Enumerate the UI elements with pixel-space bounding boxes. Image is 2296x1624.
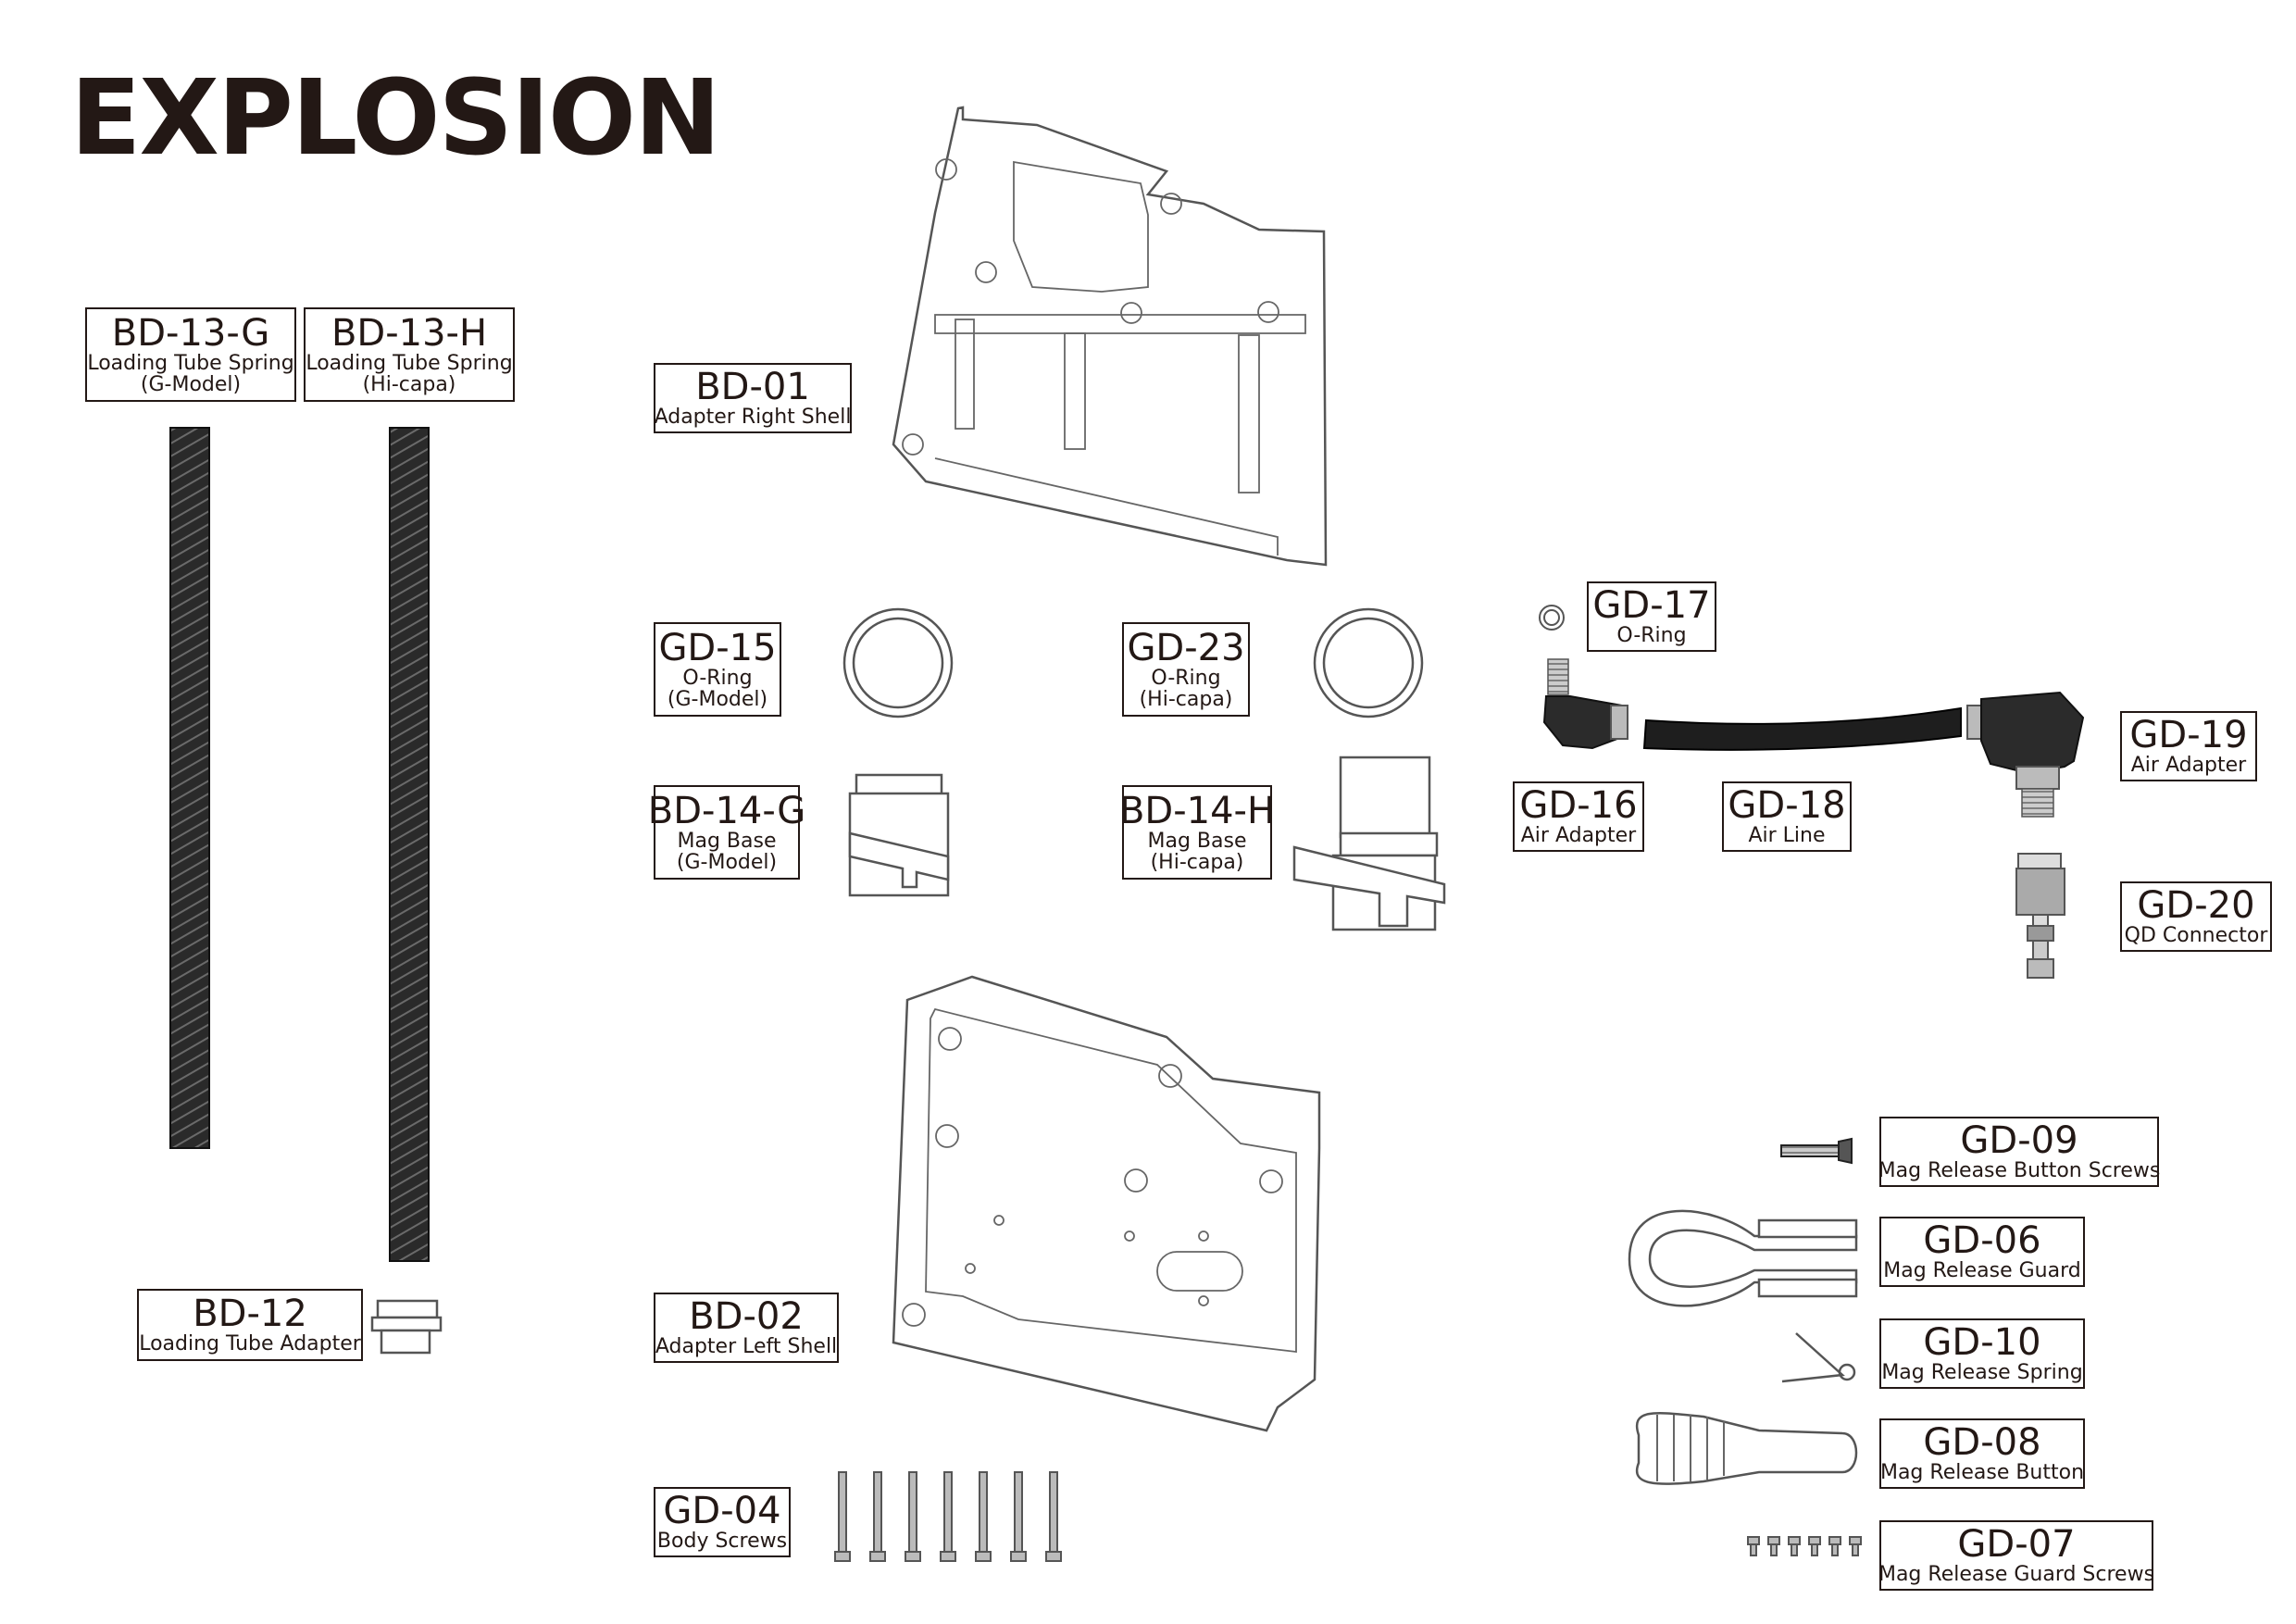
loading-tube-adapter — [370, 1299, 443, 1355]
loading-tube-spring-h — [389, 427, 430, 1262]
part-name: Mag Release Guard Screws — [1878, 1563, 2155, 1587]
part-variant: (Hi-capa) — [362, 373, 456, 396]
part-name: Mag Release Button Screws — [1878, 1159, 2161, 1183]
part-name: QD Connector — [2124, 924, 2268, 948]
air-adapter-gd16 — [1542, 658, 1628, 750]
air-line — [1642, 706, 1962, 751]
label-gd-07: GD-07 Mag Release Guard Screws — [1878, 1520, 2155, 1591]
part-code: BD-13-G — [111, 311, 270, 355]
o-ring-hi-capa — [1313, 607, 1424, 718]
label-gd-20: GD-20 QD Connector — [2120, 881, 2272, 952]
part-name: Mag Base — [1147, 829, 1247, 853]
part-name: Air Adapter — [1520, 824, 1637, 848]
label-bd-02: BD-02 Adapter Left Shell — [654, 1293, 839, 1363]
adapter-right-shell — [892, 106, 1328, 567]
part-name: Air Line — [1748, 824, 1826, 848]
part-name: O-Ring — [1616, 624, 1687, 648]
part-name: Mag Base — [677, 829, 777, 853]
part-code: GD-06 — [1923, 1219, 2041, 1263]
part-variant: (Hi-capa) — [1150, 851, 1244, 874]
part-code: GD-10 — [1923, 1321, 2041, 1365]
part-name: Loading Tube Spring — [87, 351, 294, 375]
adapter-left-shell — [892, 975, 1321, 1432]
part-name: Mag Release Spring — [1881, 1361, 2083, 1385]
part-name: Adapter Left Shell — [655, 1335, 838, 1359]
part-code: GD-23 — [1127, 626, 1245, 669]
loading-tube-spring-g — [169, 427, 210, 1149]
mag-release-guard — [1628, 1209, 1858, 1307]
air-adapter-gd19 — [1966, 691, 2085, 818]
part-code: GD-07 — [1957, 1523, 2076, 1567]
part-name: Body Screws — [656, 1530, 788, 1554]
label-gd-06: GD-06 Mag Release Guard — [1879, 1217, 2085, 1287]
part-code: BD-01 — [695, 366, 810, 409]
label-bd-01: BD-01 Adapter Right Shell — [654, 363, 852, 433]
label-gd-04: GD-04 Body Screws — [654, 1487, 791, 1557]
mag-base-hi-capa — [1292, 756, 1446, 931]
mag-release-spring — [1781, 1332, 1856, 1383]
part-variant: (Hi-capa) — [1139, 688, 1233, 711]
part-variant: (G-Model) — [667, 688, 768, 711]
label-bd-13-h: BD-13-H Loading Tube Spring (Hi-capa) — [304, 307, 515, 402]
label-bd-12: BD-12 Loading Tube Adapter — [137, 1289, 363, 1361]
o-ring-g-model — [842, 607, 954, 718]
part-name: O-Ring — [682, 666, 753, 690]
part-code: GD-18 — [1728, 784, 1846, 828]
part-code: GD-04 — [663, 1490, 781, 1533]
part-code: GD-08 — [1923, 1421, 2041, 1465]
page-title: EXPLOSION — [70, 58, 721, 179]
label-gd-15: GD-15 O-Ring (G-Model) — [654, 622, 781, 717]
part-variant: (G-Model) — [140, 373, 242, 396]
part-name: Air Adapter — [2130, 754, 2247, 778]
part-code: GD-17 — [1592, 584, 1711, 628]
part-name: Loading Tube Spring — [306, 351, 513, 375]
mag-release-guard-screws — [1747, 1536, 1862, 1556]
label-bd-13-g: BD-13-G Loading Tube Spring (G-Model) — [85, 307, 296, 402]
label-gd-08: GD-08 Mag Release Button — [1879, 1418, 2085, 1489]
part-name: Loading Tube Adapter — [139, 1332, 361, 1356]
part-code: BD-12 — [193, 1293, 307, 1336]
label-gd-16: GD-16 Air Adapter — [1513, 781, 1644, 852]
part-code: BD-13-H — [331, 311, 488, 355]
body-screws — [834, 1471, 1062, 1562]
part-variant: (G-Model) — [676, 851, 778, 874]
mag-base-g-model — [848, 773, 950, 897]
part-code: GD-09 — [1960, 1119, 2078, 1163]
part-code: BD-14-G — [647, 789, 806, 832]
label-gd-09: GD-09 Mag Release Button Screws — [1878, 1117, 2161, 1187]
label-gd-17: GD-17 O-Ring — [1587, 581, 1716, 652]
part-code: BD-02 — [689, 1295, 804, 1339]
part-code: GD-20 — [2137, 884, 2255, 928]
label-gd-23: GD-23 O-Ring (Hi-capa) — [1122, 622, 1250, 717]
part-name: O-Ring — [1151, 666, 1221, 690]
part-name: Mag Release Button — [1879, 1461, 2085, 1485]
qd-connector — [2015, 853, 2065, 979]
part-code: BD-14-H — [1118, 789, 1276, 832]
o-ring-gd17 — [1539, 605, 1565, 631]
label-gd-18: GD-18 Air Line — [1722, 781, 1852, 852]
part-name: Adapter Right Shell — [654, 406, 852, 430]
label-bd-14-g: BD-14-G Mag Base (G-Model) — [648, 785, 805, 880]
label-gd-10: GD-10 Mag Release Spring — [1879, 1318, 2085, 1389]
part-name: Mag Release Guard — [1883, 1259, 2081, 1283]
part-code: GD-15 — [658, 626, 777, 669]
label-gd-19: GD-19 Air Adapter — [2120, 711, 2257, 781]
mag-release-button-screw — [1780, 1137, 1853, 1165]
part-code: GD-16 — [1519, 784, 1638, 828]
mag-release-button — [1635, 1411, 1858, 1485]
label-bd-14-h: BD-14-H Mag Base (Hi-capa) — [1118, 785, 1276, 880]
part-code: GD-19 — [2129, 714, 2248, 757]
